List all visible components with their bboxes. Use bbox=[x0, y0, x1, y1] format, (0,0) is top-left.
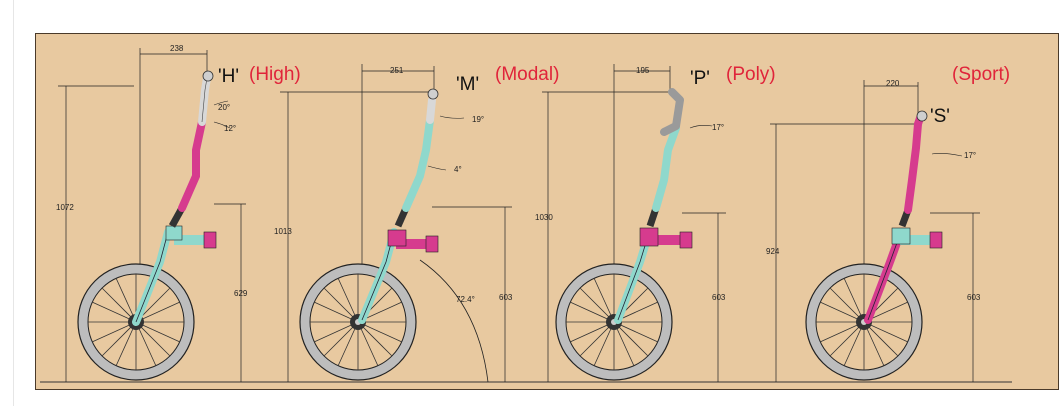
height-dimension-label: 924 bbox=[766, 247, 780, 256]
reach-dimension-label: 220 bbox=[886, 79, 900, 88]
handlebar bbox=[426, 96, 436, 124]
grip-cap bbox=[202, 70, 214, 82]
variant-name: (Modal) bbox=[495, 64, 559, 85]
reach-dimension-label: 238 bbox=[170, 44, 184, 53]
height-dimension-label: 1072 bbox=[56, 203, 74, 212]
height-dimension-label: 1030 bbox=[535, 213, 553, 222]
variant-p: 1030 195 603 17° 'P' ( bbox=[535, 64, 776, 382]
variant-h: 1072 238 629 20° 12° bbox=[56, 44, 301, 382]
stem bbox=[402, 116, 434, 212]
front-wheel bbox=[555, 263, 673, 381]
variant-name: (Poly) bbox=[726, 64, 776, 85]
reach-dimension-label: 251 bbox=[390, 66, 404, 75]
grip-cap bbox=[427, 88, 439, 100]
variant-code: 'M' bbox=[456, 74, 479, 95]
variant-s: 924 220 603 17° 'S' bbox=[766, 64, 1010, 382]
stem bbox=[904, 120, 922, 214]
angle-top-label: 17° bbox=[712, 123, 724, 132]
lower-height-dimension-label: 603 bbox=[967, 293, 981, 302]
variant-code: 'P' bbox=[690, 68, 710, 89]
grip-cap bbox=[916, 110, 928, 122]
angle-top-label: 20° bbox=[218, 103, 230, 112]
page-left-rule bbox=[13, 0, 14, 406]
variant-name: (Sport) bbox=[952, 64, 1010, 85]
angle-bottom-label: 4° bbox=[454, 165, 462, 174]
angle-bottom-label: 12° bbox=[224, 124, 236, 133]
variant-m: 1013 251 603 19° 4° 72.4° bbox=[274, 64, 559, 383]
stem bbox=[178, 118, 206, 212]
lower-height-dimension-label: 629 bbox=[234, 289, 248, 298]
variant-code: 'S' bbox=[930, 106, 950, 127]
variant-name: (High) bbox=[249, 64, 301, 85]
handlebar bbox=[660, 88, 684, 136]
front-wheel bbox=[805, 263, 923, 381]
stem bbox=[652, 124, 680, 212]
variant-code: 'H' bbox=[218, 66, 239, 87]
head-angle-label: 72.4° bbox=[456, 295, 475, 304]
angle-top-label: 17° bbox=[964, 151, 976, 160]
front-wheel bbox=[299, 263, 417, 381]
lower-height-dimension-label: 603 bbox=[712, 293, 726, 302]
angle-top-label: 19° bbox=[472, 115, 484, 124]
head-angle-arc bbox=[419, 259, 489, 383]
lower-height-dimension-label: 603 bbox=[499, 293, 513, 302]
reach-dimension-label: 195 bbox=[636, 66, 650, 75]
height-dimension-label: 1013 bbox=[274, 227, 292, 236]
